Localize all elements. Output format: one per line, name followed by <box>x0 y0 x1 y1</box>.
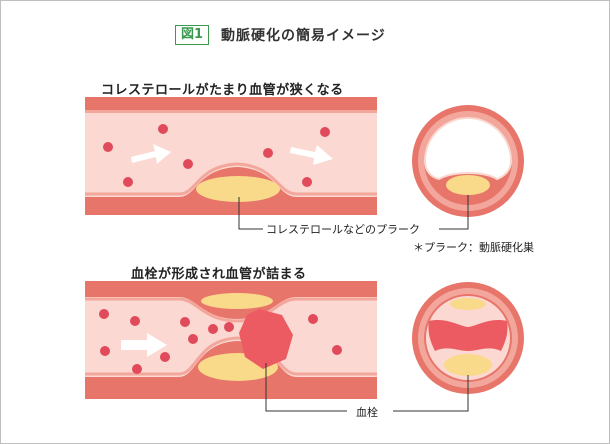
blood-cell <box>123 177 133 187</box>
plaque-cross-2-top <box>450 298 486 310</box>
flow-arrow-icon <box>290 145 333 165</box>
cross-section-1 <box>412 105 524 217</box>
blood-cell <box>132 364 142 374</box>
section2-heading: 血栓が形成され血管が詰まる <box>131 267 307 282</box>
blood-cell <box>320 127 330 137</box>
flow-arrow-icon <box>121 333 167 357</box>
blood-cell <box>208 324 218 334</box>
thrombus-callout-label: 血栓 <box>353 404 381 420</box>
blood-cell <box>130 316 140 326</box>
plaque-cross-2-bottom <box>444 354 492 376</box>
blood-cell <box>103 142 113 152</box>
blood-cell <box>308 314 318 324</box>
vessel-1-longitudinal <box>85 97 377 215</box>
thrombus <box>239 309 293 369</box>
plaque-2-top <box>201 293 273 309</box>
blood-cell <box>224 322 234 332</box>
plaque-callout-label: コレステロールなどのプラーク <box>263 221 423 237</box>
figure-title: 図1 動脈硬化の簡易イメージ <box>175 23 386 47</box>
plaque-cross-1 <box>446 175 490 195</box>
blood-cell <box>302 177 312 187</box>
flow-arrow-icon <box>131 144 171 164</box>
blood-cell <box>158 124 168 134</box>
figure-title-text: 動脈硬化の簡易イメージ <box>221 28 386 44</box>
figure-badge: 図1 <box>175 25 210 45</box>
vessel-2-longitudinal <box>85 281 377 399</box>
blood-cell <box>100 346 110 356</box>
blood-cell <box>188 334 198 344</box>
plaque-footnote: ＊プラーク：動脈硬化巣 <box>413 241 534 254</box>
blood-cell <box>160 352 170 362</box>
plaque-1 <box>196 176 280 202</box>
blood-cell <box>332 345 342 355</box>
cross-section-2 <box>412 282 524 394</box>
blood-cell <box>180 317 190 327</box>
blood-cell <box>183 159 193 169</box>
section1-heading: コレステロールがたまり血管が狭くなる <box>101 83 344 98</box>
blood-cell <box>263 148 273 158</box>
blood-cell <box>99 309 109 319</box>
thrombus-cross <box>428 320 508 351</box>
